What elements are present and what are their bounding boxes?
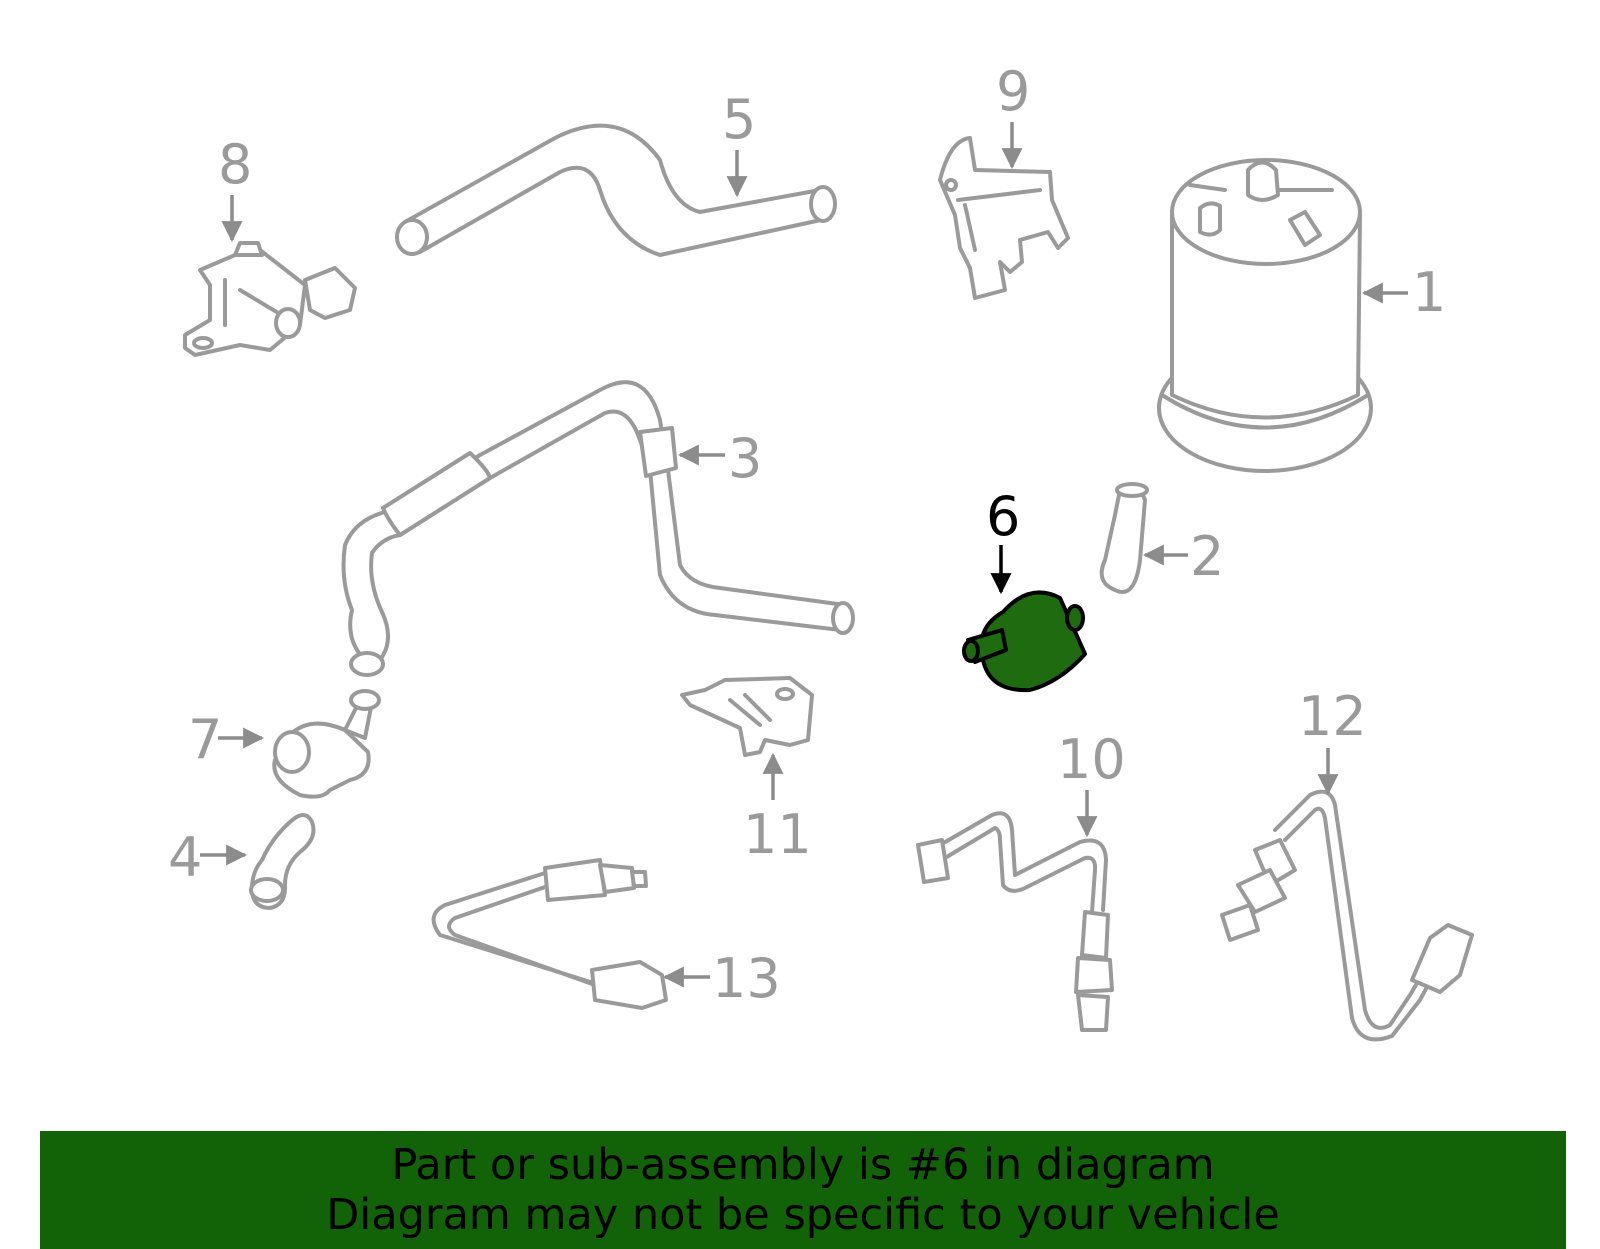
part-6-filter-highlighted bbox=[962, 590, 1087, 693]
banner-line-1: Part or sub-assembly is #6 in diagram bbox=[391, 1140, 1215, 1190]
callout-1: 1 bbox=[1412, 261, 1446, 324]
info-banner: Part or sub-assembly is #6 in diagram Di… bbox=[40, 1131, 1566, 1249]
callout-5: 5 bbox=[722, 88, 756, 151]
banner-line-2: Diagram may not be specific to your vehi… bbox=[326, 1190, 1280, 1240]
callout-13: 13 bbox=[712, 947, 781, 1010]
callout-8: 8 bbox=[218, 133, 252, 196]
callout-9: 9 bbox=[996, 60, 1030, 123]
callout-3: 3 bbox=[728, 427, 762, 490]
callout-12: 12 bbox=[1298, 685, 1367, 748]
callout-6-highlighted: 6 bbox=[986, 485, 1020, 548]
part-7-valve bbox=[272, 689, 381, 799]
part-1-canister bbox=[1157, 158, 1373, 473]
part-9-sensor bbox=[938, 136, 1070, 300]
callout-7: 7 bbox=[188, 708, 222, 771]
leader-arrows bbox=[200, 122, 1408, 988]
part-12-sensor bbox=[1220, 789, 1474, 1042]
callout-10: 10 bbox=[1057, 728, 1126, 791]
part-3-hose bbox=[341, 380, 855, 677]
part-5-hose bbox=[395, 123, 837, 257]
callout-2: 2 bbox=[1190, 525, 1224, 588]
callout-4: 4 bbox=[168, 826, 202, 889]
callout-11: 11 bbox=[743, 803, 812, 866]
part-4-elbow-hose bbox=[249, 813, 316, 910]
part-11-bracket bbox=[680, 676, 814, 757]
part-8-sensor bbox=[183, 241, 357, 357]
part-2-hose bbox=[1099, 482, 1149, 594]
part-10-sensor bbox=[916, 811, 1114, 1032]
part-13-sensor bbox=[431, 858, 668, 1010]
